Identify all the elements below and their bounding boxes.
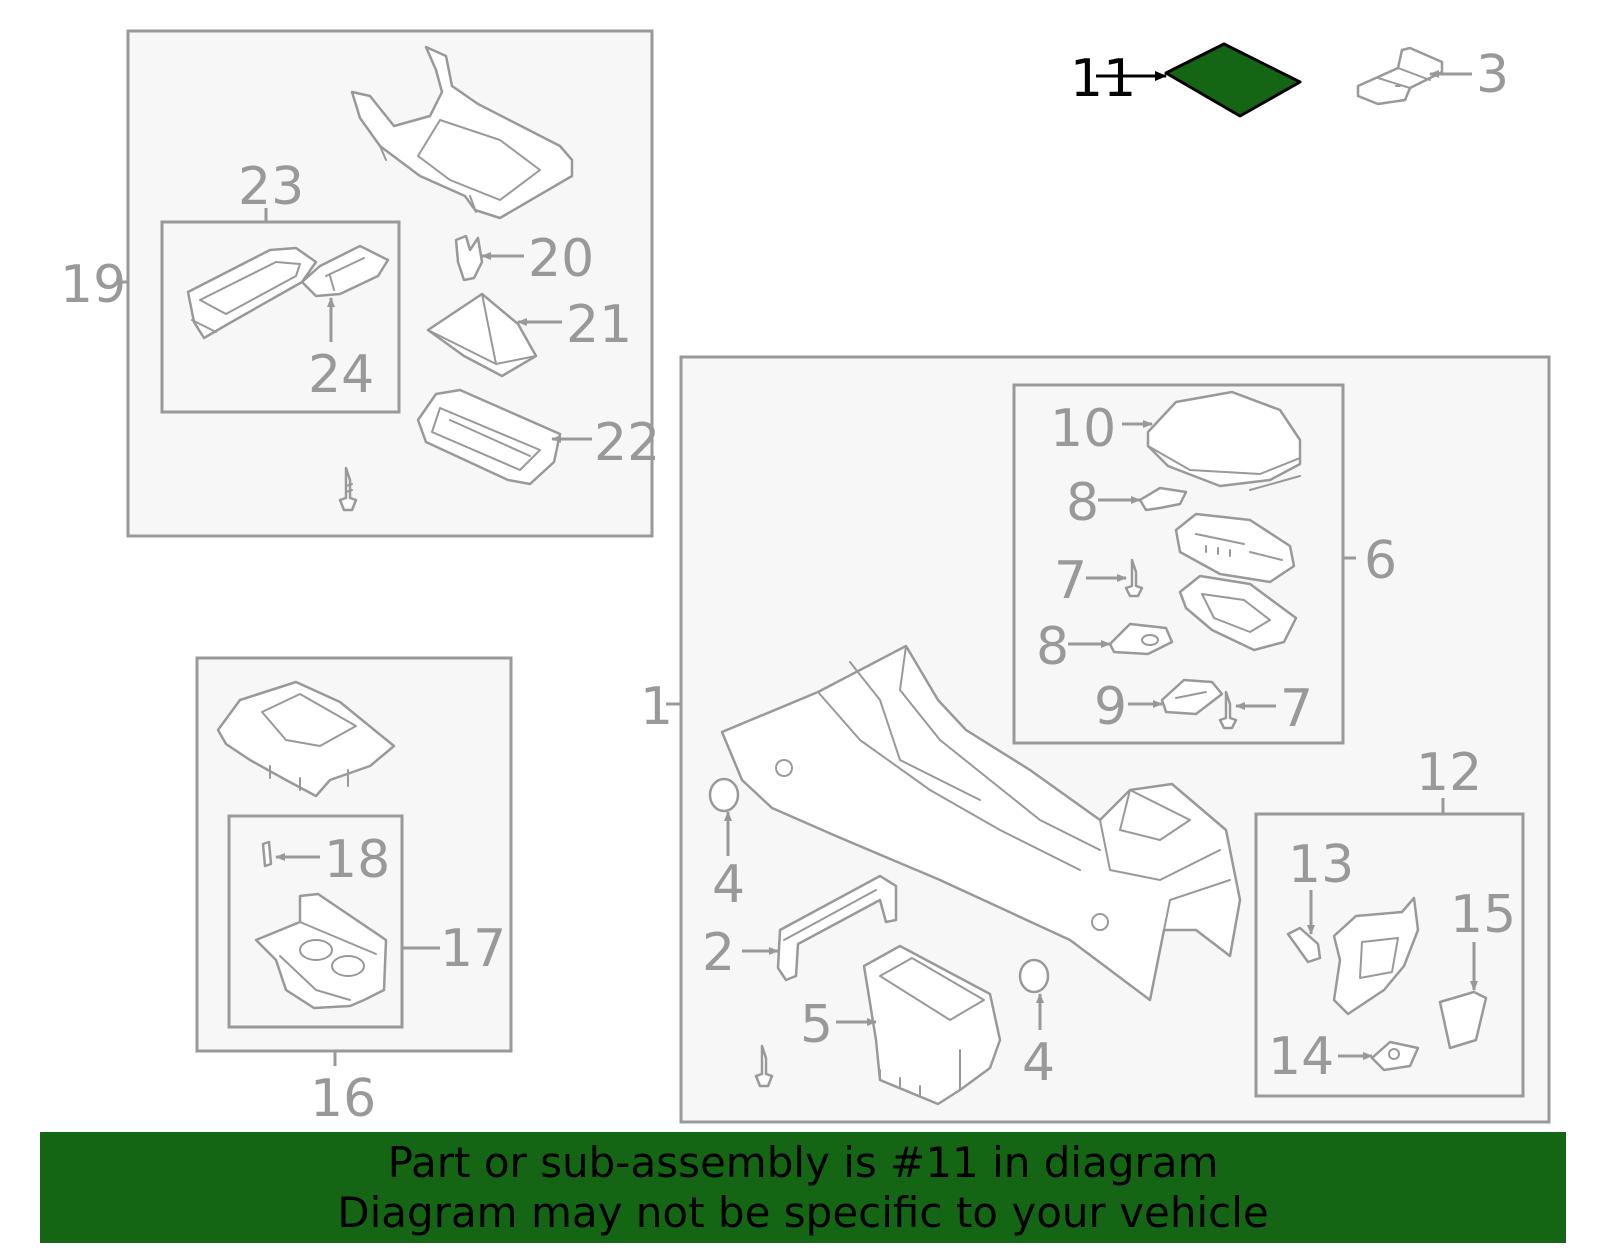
callout-23: 23	[238, 157, 304, 217]
callout-4b: 4	[1022, 1033, 1055, 1093]
callout-11[interactable]: 11	[1070, 49, 1136, 109]
part-9-switch	[1160, 678, 1224, 716]
part-screw-19	[338, 466, 358, 512]
callout-17: 17	[440, 919, 506, 979]
part-22-bezel	[416, 388, 562, 486]
part-24-insert	[300, 244, 390, 298]
callout-15: 15	[1450, 885, 1516, 945]
callout-20: 20	[528, 229, 594, 289]
part-15-cover	[1438, 990, 1488, 1050]
part-14-nut	[1370, 1040, 1420, 1072]
callout-2: 2	[702, 923, 735, 983]
part-10-armrest-lid	[1146, 390, 1302, 491]
callout-8b: 8	[1036, 617, 1069, 677]
part-18-clip	[261, 840, 273, 868]
part-upper-console-trim	[350, 45, 574, 220]
callout-16: 16	[310, 1069, 376, 1129]
part-13-clip	[1286, 926, 1322, 964]
part-16-bezel	[216, 680, 396, 798]
callout-7b: 7	[1280, 679, 1313, 739]
info-banner: Part or sub-assembly is #11 in diagram D…	[40, 1132, 1566, 1243]
callout-4a: 4	[712, 855, 745, 915]
part-21-boot	[426, 292, 538, 378]
part-3-bracket	[1356, 46, 1444, 106]
part-5-bin	[862, 944, 1002, 1106]
callout-1: 1	[640, 677, 673, 737]
callout-8a: 8	[1066, 473, 1099, 533]
callout-24: 24	[308, 345, 374, 405]
part-screw-1	[754, 1044, 774, 1088]
banner-line-2: Diagram may not be specific to your vehi…	[337, 1187, 1269, 1237]
part-4-plug-right	[1018, 958, 1050, 994]
callout-9: 9	[1094, 677, 1127, 737]
callout-3: 3	[1476, 45, 1509, 105]
callout-12: 12	[1416, 743, 1482, 803]
callout-18: 18	[324, 830, 390, 890]
part-7-screw-upper	[1124, 558, 1144, 598]
banner-line-1: Part or sub-assembly is #11 in diagram	[387, 1137, 1219, 1187]
part-12-bezel	[1332, 896, 1420, 1016]
part-11-pad[interactable]	[1164, 42, 1302, 118]
part-17-cupholder	[254, 892, 388, 1010]
callout-10: 10	[1050, 399, 1116, 459]
part-8-hinge-lower	[1108, 622, 1174, 656]
callout-14: 14	[1268, 1027, 1334, 1087]
callout-6: 6	[1364, 531, 1397, 591]
callout-19: 19	[60, 255, 126, 315]
part-1-console	[720, 644, 1242, 1002]
part-20-clip	[454, 234, 484, 282]
part-7-screw-lower	[1218, 690, 1238, 730]
part-armrest-base	[1174, 512, 1296, 584]
callout-13: 13	[1288, 835, 1354, 895]
callout-7a: 7	[1054, 551, 1087, 611]
callout-5: 5	[800, 995, 833, 1055]
part-4-plug-left	[708, 777, 740, 813]
part-8-hinge-upper	[1138, 486, 1188, 512]
part-armrest-tray	[1178, 574, 1298, 652]
callout-21: 21	[566, 295, 632, 355]
callout-22: 22	[594, 413, 660, 473]
part-2-bracket	[776, 874, 898, 982]
